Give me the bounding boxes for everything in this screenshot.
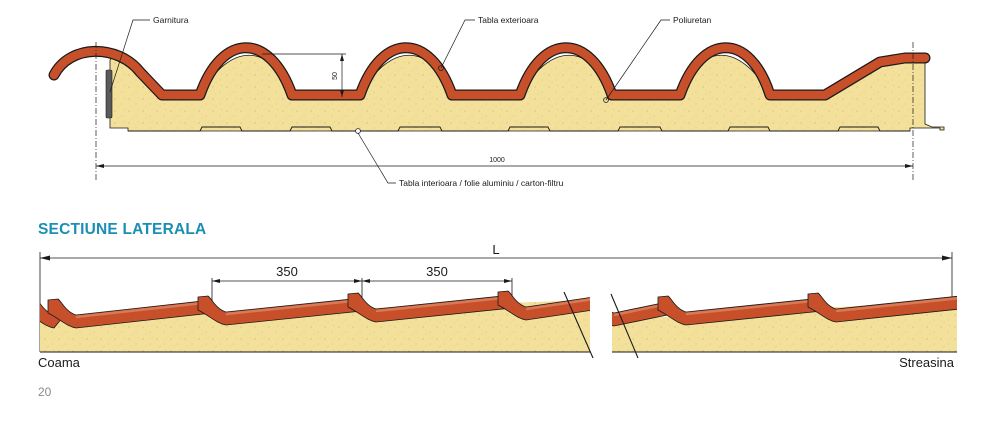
cross-section: 1000 50 Garnitura Tabla exterioara Poliu… (48, 15, 945, 188)
tabla-exterioara-marker (438, 65, 444, 71)
lateral-section: L 350 350 Coama Streasina (38, 242, 957, 370)
poliuretan-marker (603, 97, 609, 103)
arrow-right (905, 164, 913, 168)
section-title: SECTIUNE LATERALA (38, 221, 207, 238)
tabla-exterioara-label: Tabla exterioara (478, 15, 539, 25)
exterior-sheet (48, 42, 931, 101)
poliuretan-leader (605, 19, 670, 101)
page-number: 20 (38, 385, 52, 399)
ridge-label: Coama (38, 355, 81, 370)
lateral-tiles-left (40, 290, 590, 329)
lateral-tile (807, 292, 957, 323)
lateral-tile-highlight (225, 298, 363, 316)
spacing-label-2: 350 (426, 264, 448, 279)
spacing-arrow (362, 279, 370, 283)
tabla-interioara-marker (355, 128, 361, 134)
lateral-tile-highlight (75, 300, 213, 319)
tabla-exterioara-leader (440, 19, 475, 69)
arrow-down (340, 90, 344, 97)
break-line-right (610, 293, 639, 359)
spacing-arrow (354, 279, 362, 283)
lateral-tile-highlight (525, 298, 590, 311)
tabla-interioara-label: Tabla interioara / folie aluminiu / cart… (399, 178, 564, 188)
tabla-interioara-leader (357, 132, 396, 184)
spacing-label-1: 350 (276, 264, 298, 279)
exterior-sheet-fill (49, 43, 930, 100)
lateral-panel-right (612, 292, 957, 353)
spacing-arrow (504, 279, 512, 283)
eave-label: Streasina (899, 355, 955, 370)
garnitura-label: Garnitura (153, 15, 189, 25)
length-arrow-left (40, 255, 50, 261)
lateral-tile-highlight (685, 298, 823, 316)
spacing-arrow (212, 279, 220, 283)
poliuretan-label: Poliuretan (673, 15, 712, 25)
lateral-panel-left (40, 290, 590, 353)
length-arrow-right (942, 255, 952, 261)
lateral-tile-highlight (375, 295, 513, 313)
length-label: L (492, 242, 499, 257)
width-dimension-label: 1000 (489, 157, 505, 164)
arrow-left (96, 164, 104, 168)
lateral-tile-highlight (835, 297, 957, 313)
break-line-left (563, 291, 594, 359)
lateral-tiles-right (612, 292, 957, 327)
gasket (105, 69, 113, 119)
height-dimension-label: 50 (332, 72, 339, 80)
garnitura-leader (109, 19, 150, 93)
arrow-up (340, 54, 344, 61)
interior-liner (128, 126, 910, 132)
